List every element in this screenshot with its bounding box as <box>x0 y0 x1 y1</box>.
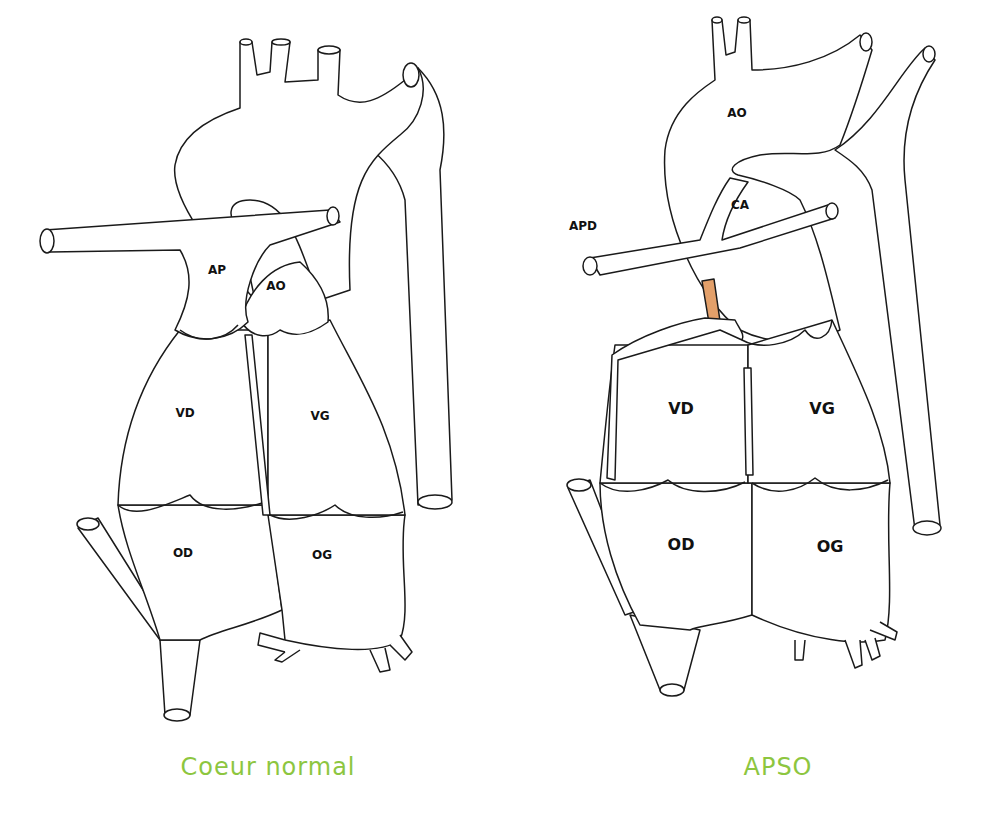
part-label: OD <box>173 547 193 559</box>
part-label: OD <box>668 537 695 553</box>
part-label: CA <box>731 199 749 211</box>
part-label: AO <box>727 107 747 119</box>
part-label: VD <box>175 407 194 419</box>
figure-caption: Coeur normal <box>180 755 355 779</box>
part-label: VG <box>809 401 835 417</box>
part-label: APD <box>569 220 597 232</box>
figure-caption: APSO <box>743 755 812 779</box>
part-label: VD <box>668 401 694 417</box>
part-label: AO <box>266 280 286 292</box>
part-label: VG <box>310 410 329 422</box>
part-label: AP <box>208 264 226 276</box>
part-label: OG <box>817 539 844 555</box>
part-label: OG <box>312 549 332 561</box>
